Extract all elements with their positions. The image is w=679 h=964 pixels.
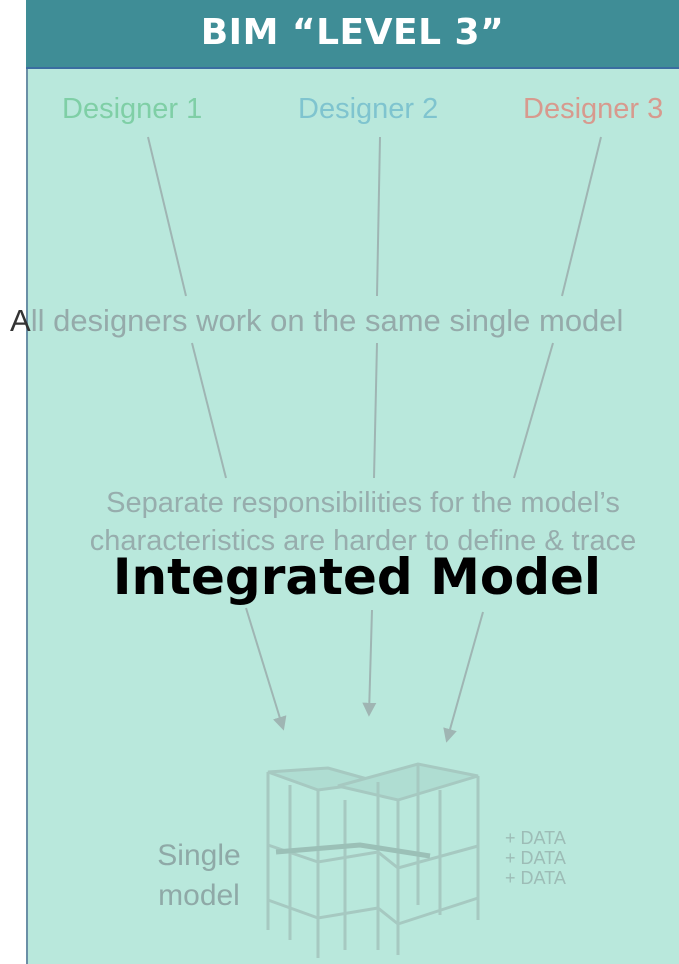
data-item-2: + DATA — [505, 848, 566, 868]
arrow-designer-3-seg1 — [561, 136, 602, 297]
designer-3-label: Designer 3 — [523, 93, 664, 125]
integrated-model-title: Integrated Model — [112, 548, 602, 606]
arrow-designer-2-seg1 — [376, 136, 381, 297]
diagram-panel — [26, 0, 679, 964]
arrow-designer-3-seg2 — [513, 342, 554, 479]
arrow-designer-2-seg3 — [362, 609, 377, 717]
arrow-designer-1-seg3 — [245, 607, 287, 731]
single-model-line-1: Single — [157, 839, 241, 872]
diagram-title: BIM “LEVEL 3” — [26, 0, 679, 69]
building-model-icon — [266, 762, 480, 958]
designer-1-label: Designer 1 — [62, 93, 203, 125]
single-model-line-2: model — [158, 879, 240, 912]
arrow-designer-3-seg3 — [443, 611, 484, 743]
data-item-3: + DATA — [505, 868, 566, 888]
note-line-2: characteristics are harder to define & t… — [89, 525, 637, 557]
statement-rest: ll designers work on the same single mod… — [30, 303, 624, 338]
statement-first-letter: A — [10, 303, 31, 338]
designer-2-label: Designer 2 — [298, 93, 439, 125]
single-model-label: Single model — [150, 836, 248, 916]
data-list: + DATA + DATA + DATA — [505, 828, 566, 888]
statement-text: All designers work on the same single mo… — [10, 303, 623, 339]
arrow-designer-2-seg2 — [373, 342, 378, 479]
arrow-designer-1-seg1 — [147, 136, 187, 297]
arrow-designer-1-seg2 — [191, 342, 227, 479]
responsibility-note: Separate responsibilities for the model’… — [33, 484, 679, 560]
data-item-1: + DATA — [505, 828, 566, 848]
note-line-1: Separate responsibilities for the model’… — [106, 487, 620, 519]
